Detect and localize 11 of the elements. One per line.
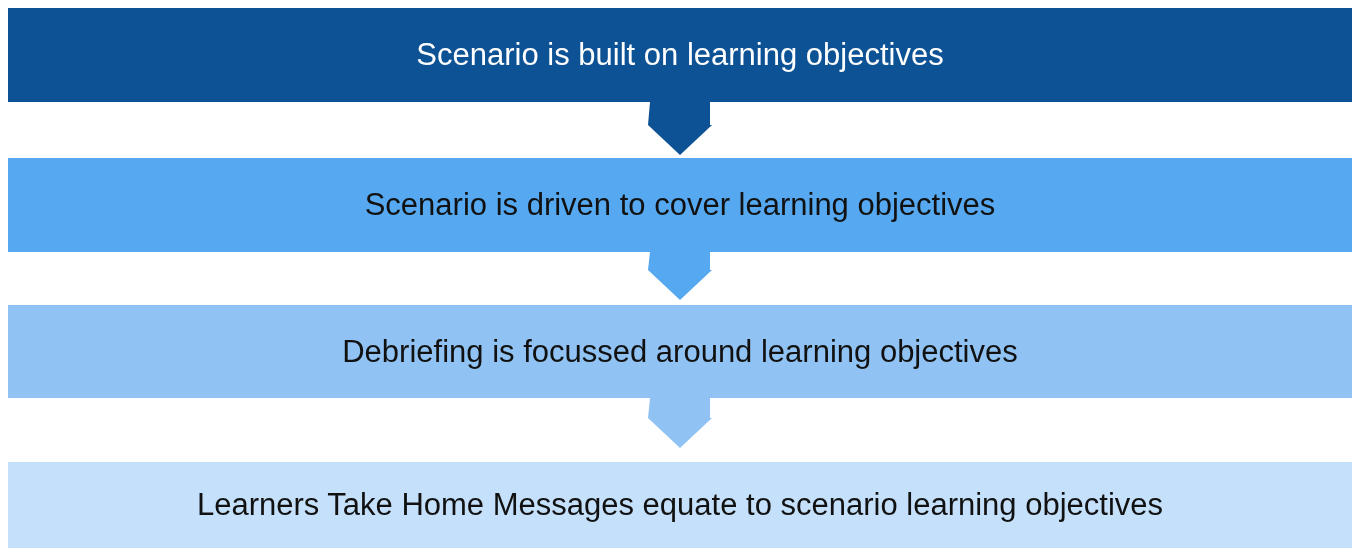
band-text: Scenario is built on learning objectives: [416, 37, 944, 73]
block-arrow: [648, 102, 712, 155]
process-band: [8, 8, 1352, 102]
process-band: [8, 305, 1352, 398]
process-band: [8, 462, 1352, 548]
block-arrow: [648, 252, 712, 300]
band-text: Debriefing is focussed around learning objectives: [342, 333, 1018, 370]
process-band: [8, 158, 1352, 252]
band-text: Scenario is driven to cover learning objectives: [364, 187, 996, 223]
block-arrow: [648, 398, 712, 448]
band-text: Learners Take Home Messages equate to scenario learning objectives: [196, 487, 1164, 523]
